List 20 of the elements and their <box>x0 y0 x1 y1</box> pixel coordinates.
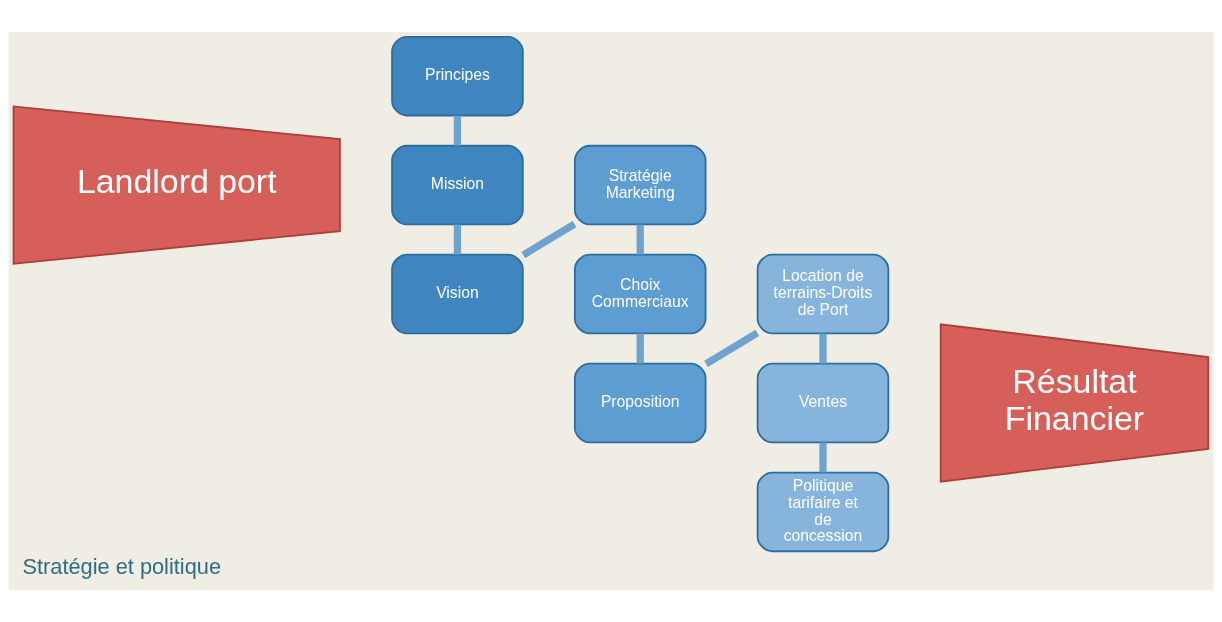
node-box: Choix Commerciaux <box>573 253 707 335</box>
node-box: Principes <box>391 35 524 117</box>
connector <box>453 224 462 255</box>
node-box: Proposition <box>573 362 707 444</box>
connector <box>636 333 644 364</box>
connector <box>636 224 644 255</box>
node-box: Mission <box>391 144 524 226</box>
node-box: Vision <box>391 253 524 335</box>
node-box: Landlord port <box>12 105 341 265</box>
connector <box>819 333 827 364</box>
node-box: Ventes <box>756 362 890 444</box>
connector <box>704 329 760 368</box>
connector <box>521 220 577 259</box>
node-box: Politique tarifaire et de concession <box>756 471 890 553</box>
node-box: Location de terrains-Droits de Port <box>756 253 890 335</box>
node-box: Résultat Financier <box>939 323 1210 483</box>
connector <box>819 442 827 473</box>
connector <box>453 115 462 146</box>
node-box: Stratégie Marketing <box>573 144 707 226</box>
caption: Stratégie et politique <box>22 553 222 579</box>
